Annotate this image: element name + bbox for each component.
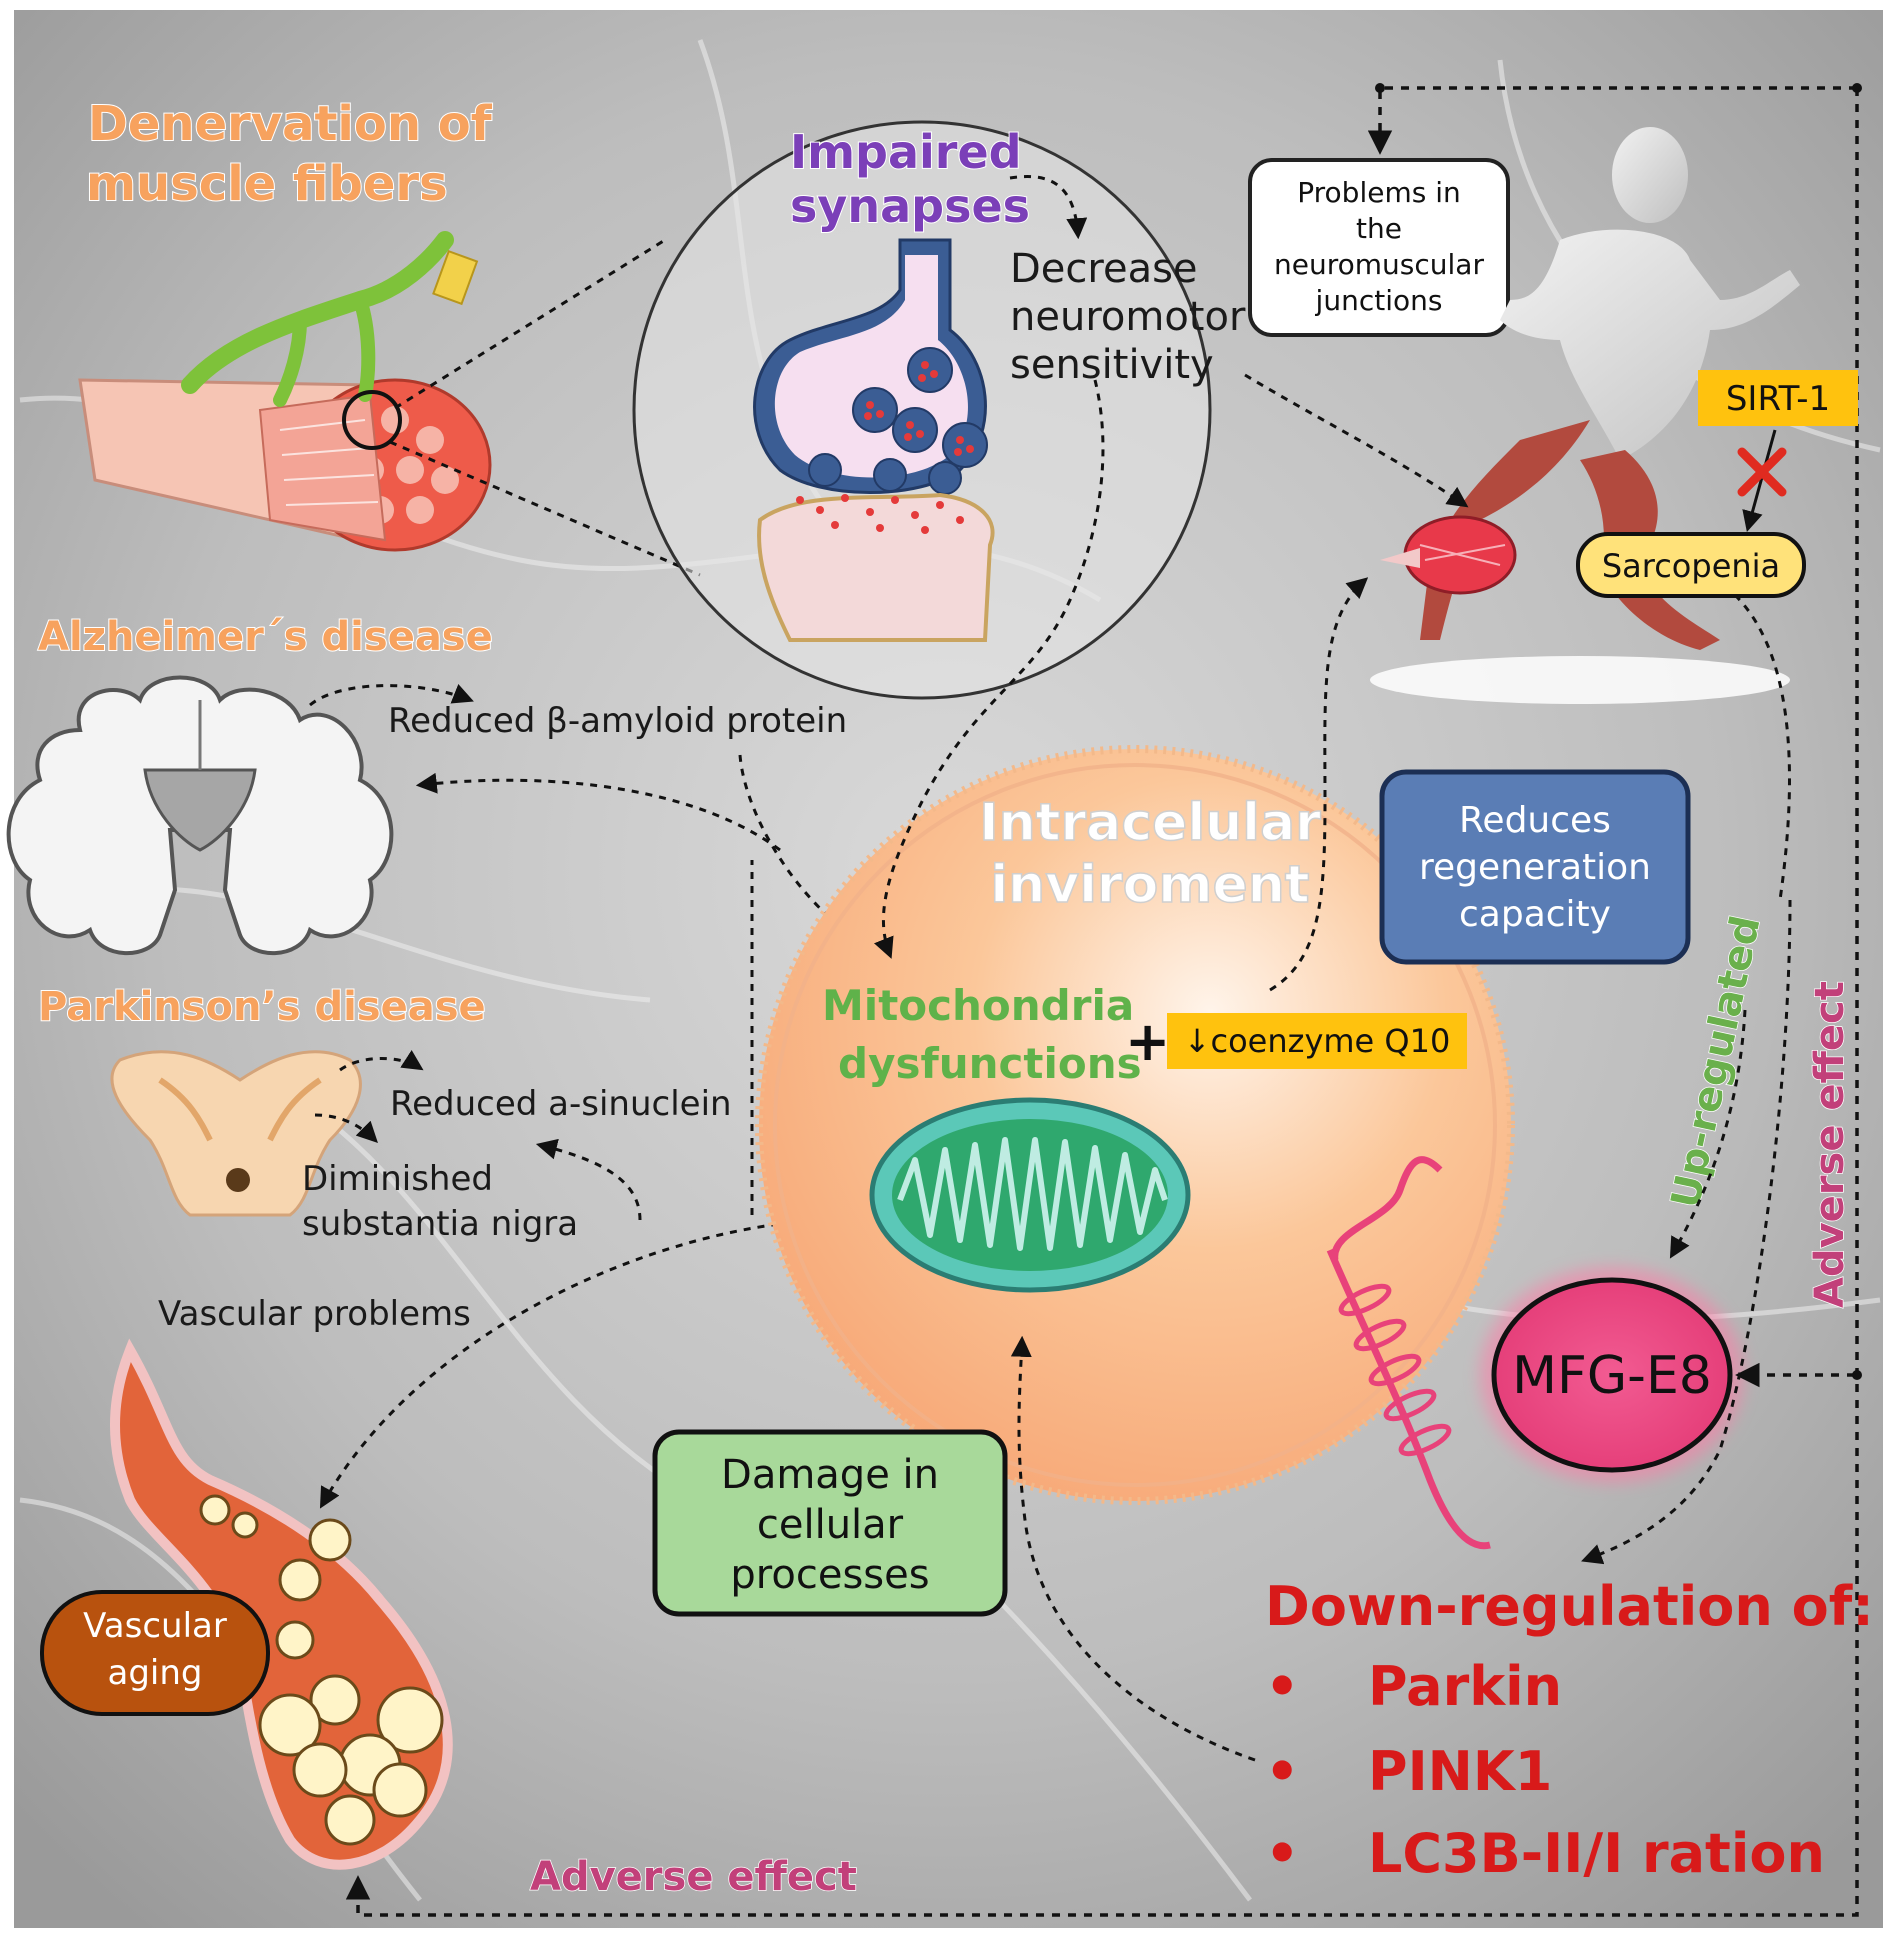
adverse-effect-loop [345,88,1859,1917]
inhibition-x-icon [1737,447,1787,497]
problems-nmj-line2: the [1356,212,1402,245]
regeneration-line3: capacity [1459,894,1611,935]
denervation-title-line1: Denervation of [88,96,493,152]
arrow-cell-to-vessel [319,1218,821,1509]
arrow-decrease-to-muscle [1244,373,1469,508]
mfg-e8-label: MFG-E8 [1512,1346,1712,1406]
mito-line2: dysfunctions [838,1039,1142,1088]
regeneration-line2: regeneration [1419,847,1651,888]
plus-sign: + [1125,1010,1170,1073]
denervation-title-line2: muscle fibers [86,156,448,212]
adverse-effect-vertical: Adverse effect [1807,981,1853,1308]
impaired-synapses-line1: Impaired [790,125,1022,179]
arrow-coq10-to-muscle [1269,577,1369,992]
sarcopenia-pill [1576,532,1806,598]
arrow-upregulated-mfg [1669,1009,1747,1259]
zoom-line-top [394,238,666,410]
damage-line2: cellular [757,1502,904,1548]
line-sarcopenia-down [1733,593,1791,901]
mfg-e8-node [1491,1277,1733,1473]
sirt1-box [1698,370,1858,426]
arrow-brain-amyloid [309,684,474,707]
synapse-illustration [753,238,995,642]
downreg-bullet-3: • [1265,1822,1300,1885]
amyloid-label: Reduced β-amyloid protein [388,701,847,741]
arrow-sirt1-sarcopenia [1742,429,1777,533]
brain-illustration [6,675,394,956]
arrow-feedback-to-nmj [1367,86,1857,155]
arrow-cell-to-brain [415,772,781,852]
adverse-effect-bottom: Adverse effect [530,1854,857,1900]
nigra-label-line2: substantia nigra [302,1204,578,1244]
nigra-label-line1: Diminished [302,1159,493,1199]
vascular-aging-pill [40,1590,270,1716]
impaired-synapses-line2: synapses [790,179,1030,233]
damage-line1: Damage in [721,1452,939,1498]
problems-nmj-line3: neuromuscular [1274,248,1484,281]
blood-vessel-illustration [110,1338,453,1870]
mito-line1: Mitochondria [822,981,1134,1030]
downreg-item-pink1: PINK1 [1368,1740,1552,1803]
coq10-box [1167,1013,1467,1069]
downreg-bullet-1: • [1265,1655,1300,1718]
problems-nmj-line4: junctions [1315,284,1443,317]
decrease-label-line2: neuromotor [1010,294,1246,340]
downreg-item-lc3b: LC3B-II/I ration [1368,1822,1825,1885]
arrow-midbrain-nigra [314,1113,378,1143]
arrow-midbrain-sinuclein [339,1050,424,1072]
vascular-problems-label: Vascular problems [158,1294,471,1334]
arrow-to-sinuclein [535,1138,642,1221]
problems-nmj-box [1248,158,1510,337]
parkinson-title: Parkinson’s disease [38,984,486,1030]
intracellular-line1: Intracelular [979,793,1321,853]
regeneration-box [1379,769,1691,965]
problems-nmj-line1: Problems in [1297,176,1461,209]
downreg-title: Down-regulation of: [1265,1575,1874,1638]
muscle-fiber-illustration [78,231,492,552]
arrow-mito-decrease [874,379,1105,959]
arrow-sarcopenia-downreg [1581,899,1792,1565]
alzheimer-title: Alzheimer´s disease [38,614,493,660]
vascular-aging-line1: Vascular [83,1606,227,1646]
mitochondria-illustration [869,1097,1191,1293]
damage-box [652,1429,1008,1617]
intracellular-line2: inviroment [990,855,1309,915]
regeneration-line1: Reduces [1459,800,1611,841]
arrow-impaired-to-decrease [1009,175,1088,240]
vascular-aging-line2: aging [108,1653,203,1693]
sarcopenia-label: Sarcopenia [1602,547,1780,585]
zoom-line-bottom [389,440,701,577]
protein-coil [1326,1248,1491,1550]
damage-line3: processes [730,1552,929,1598]
sinuclein-label: Reduced a-sinuclein [390,1084,732,1124]
decrease-label-line1: Decrease [1010,246,1198,292]
downreg-bullet-2: • [1265,1740,1300,1803]
midbrain-illustration [110,1050,362,1217]
decrease-label-line3: sensitivity [1010,342,1214,388]
runner-illustration [1370,127,1800,704]
coq10-label: ↓coenzyme Q10 [1184,1022,1451,1060]
sirt1-label: SIRT-1 [1726,379,1830,419]
downreg-item-parkin: Parkin [1368,1655,1562,1718]
